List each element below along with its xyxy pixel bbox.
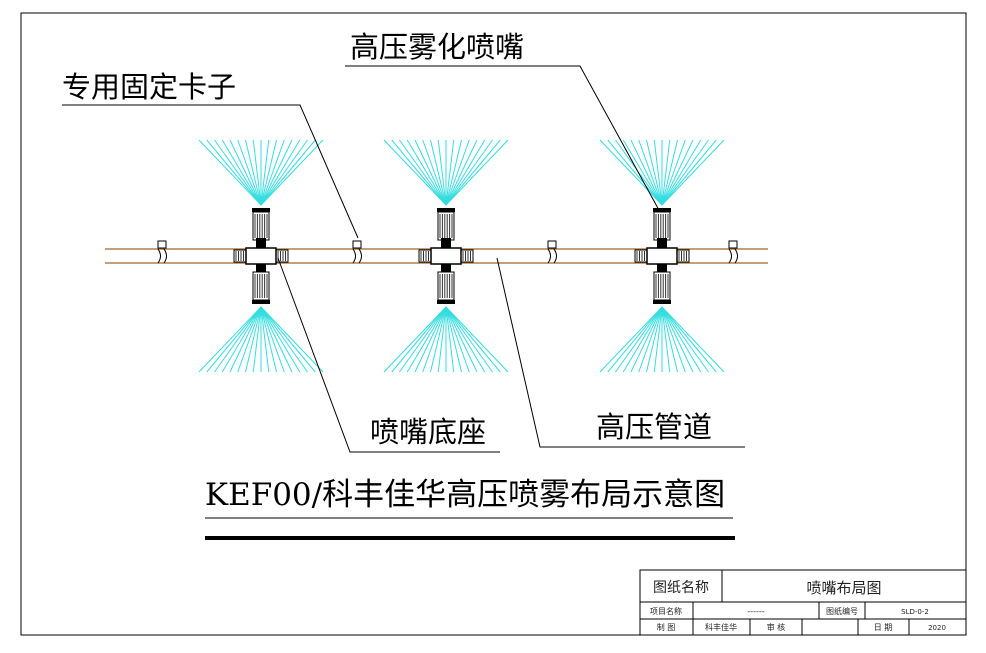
tb-date-label: 日 期 — [874, 623, 893, 632]
tb-date: 2020 — [928, 624, 946, 632]
spray-patterns — [198, 139, 725, 373]
leader-lines — [62, 65, 745, 453]
tb-drawn-by: 科丰佳华 — [705, 622, 737, 632]
tb-drawn-by-label: 制 图 — [657, 622, 676, 632]
spray-pattern — [198, 139, 324, 373]
pipe-clip — [352, 240, 362, 264]
tb-drawing-name-label: 图纸名称 — [653, 580, 709, 596]
pipe-clip — [547, 240, 557, 264]
title-block — [639, 569, 967, 636]
tb-reviewed-label: 审 核 — [767, 622, 786, 632]
nozzle-assembly — [418, 208, 474, 304]
leader-base — [277, 257, 500, 453]
label-nozzle: 高压雾化喷嘴 — [350, 30, 524, 64]
tb-project-name-label: 项目名称 — [650, 606, 682, 616]
pipe-clip — [728, 240, 738, 264]
leader-nozzle — [345, 65, 661, 213]
leader-clip — [62, 104, 359, 239]
nozzle-assemblies — [233, 208, 690, 304]
tb-project-name: ------ — [747, 607, 764, 616]
pipe-clip — [157, 240, 167, 264]
leader-pipe — [496, 257, 745, 448]
spray-pattern — [599, 139, 725, 373]
label-pipe: 高压管道 — [596, 410, 712, 444]
tb-drawing-no-label: 图纸编号 — [826, 606, 858, 616]
pipe-clips — [157, 240, 738, 264]
tb-drawing-name: 喷嘴布局图 — [806, 579, 881, 597]
nozzle-assembly — [634, 208, 690, 304]
nozzle-assembly — [233, 208, 289, 304]
label-base: 喷嘴底座 — [370, 415, 486, 449]
label-clip: 专用固定卡子 — [62, 70, 236, 104]
diagram-title: KEF00/科丰佳华高压喷雾布局示意图 — [205, 477, 725, 513]
spray-pattern — [383, 139, 509, 373]
drawing-frame — [20, 12, 967, 636]
tb-drawing-no: SLD-0-2 — [901, 608, 929, 616]
